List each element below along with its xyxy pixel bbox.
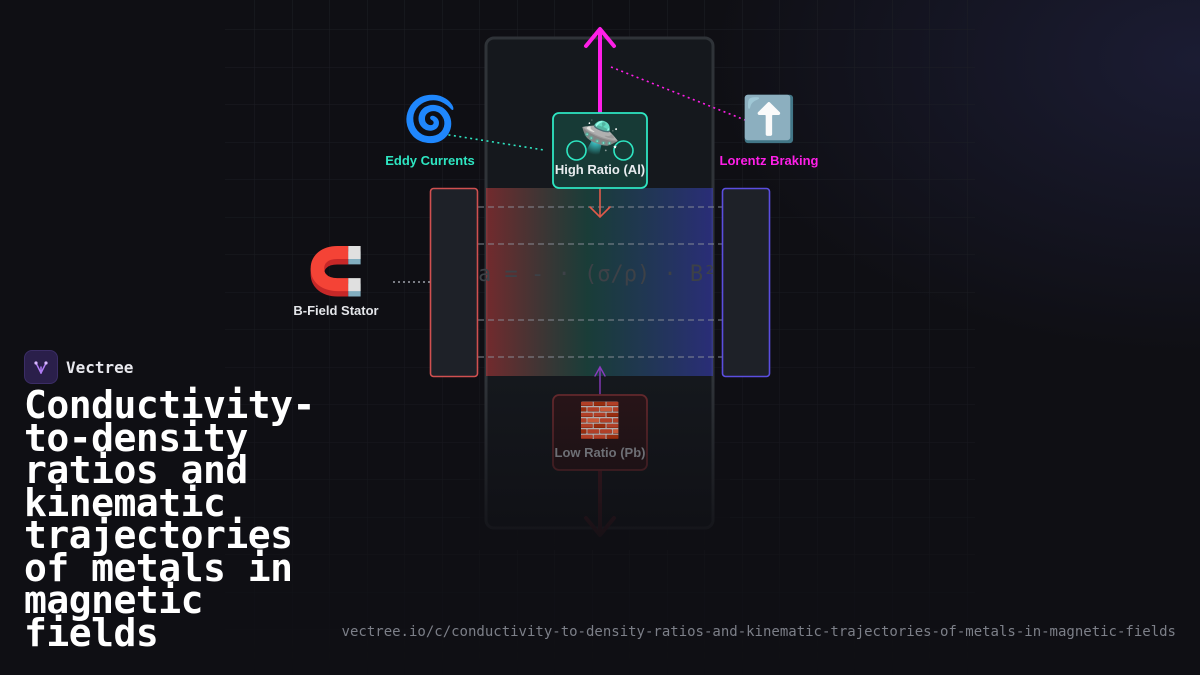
field-lines — [478, 206, 722, 358]
up-arrow-icon: ⬆️ — [741, 95, 797, 144]
page-title: Conductivity-to-density ratios and kinem… — [24, 383, 315, 655]
stator-plate-left — [429, 187, 479, 378]
eddy-loop-right — [613, 140, 634, 161]
eddy-connector — [442, 133, 545, 151]
source-url: vectree.io/c/conductivity-to-density-rat… — [341, 624, 1176, 640]
lorentz-connector — [610, 66, 746, 121]
field-zone — [486, 188, 713, 376]
b-field-stator-label: B-Field Stator — [293, 303, 379, 318]
high-ratio-entry-arrow — [589, 187, 611, 219]
equation: a = - · (σ/ρ) · B² — [478, 262, 717, 287]
high-ratio-label: High Ratio (Al) — [554, 162, 646, 177]
vectree-logo-icon — [24, 350, 58, 384]
ufo-icon: 🛸 — [580, 119, 620, 155]
lorentz-force-arrow — [584, 27, 616, 114]
bottom-fade — [470, 380, 730, 550]
magnet-icon: 🧲 — [307, 245, 365, 297]
eddy-loop-left — [566, 140, 587, 161]
brand: Vectree — [24, 350, 133, 384]
high-ratio-box — [552, 112, 648, 189]
brand-name: Vectree — [66, 357, 134, 377]
stator-plate-right — [721, 187, 771, 378]
eddy-currents-label: Eddy Currents — [385, 153, 475, 168]
lorentz-braking-label: Lorentz Braking — [719, 153, 819, 168]
brick-icon: 🧱 — [578, 402, 622, 440]
cyclone-icon: 🌀 — [402, 95, 458, 144]
low-ratio-label: Low Ratio (Pb) — [554, 445, 646, 460]
